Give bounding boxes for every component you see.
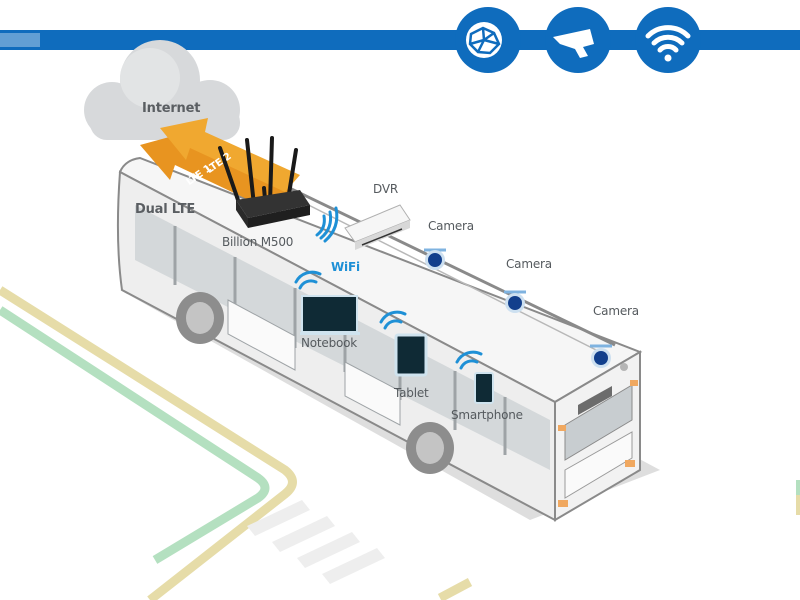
wifi-icon (635, 7, 701, 73)
road-markings (0, 286, 800, 600)
tablet-device (394, 333, 428, 377)
crosswalk (247, 500, 385, 584)
internet-globe-icon (455, 7, 521, 73)
dual-lte-label: Dual LTE (135, 202, 196, 217)
bus (116, 156, 643, 522)
tablet-wifi-signal-icon (379, 310, 407, 330)
router-wifi-signal-icon (315, 206, 339, 243)
camera-2-icon (504, 290, 526, 313)
tablet-label: Tablet (394, 386, 429, 400)
camera-3-icon (590, 344, 612, 368)
camera-1-label: Camera (428, 219, 474, 233)
camera-3-label: Camera (593, 304, 639, 318)
smartphone-label: Smartphone (451, 408, 523, 422)
smartphone-device (474, 372, 494, 404)
router-label: Billion M500 (222, 235, 294, 249)
wifi-label: WiFi (331, 260, 360, 274)
rear-wheel (406, 422, 454, 474)
notebook-device (300, 295, 360, 335)
security-camera-icon (545, 7, 611, 73)
notebook-wifi-signal-icon (294, 270, 322, 290)
camera-2-label: Camera (506, 257, 552, 271)
front-wheel (176, 292, 224, 344)
router-device (218, 136, 310, 228)
dvr-label: DVR (373, 182, 398, 196)
camera-1-icon (424, 248, 446, 270)
notebook-label: Notebook (301, 336, 358, 350)
smartphone-wifi-signal-icon (455, 350, 483, 370)
internet-label: Internet (142, 101, 201, 116)
internet-cloud (84, 40, 240, 140)
dvr-device (344, 204, 411, 250)
